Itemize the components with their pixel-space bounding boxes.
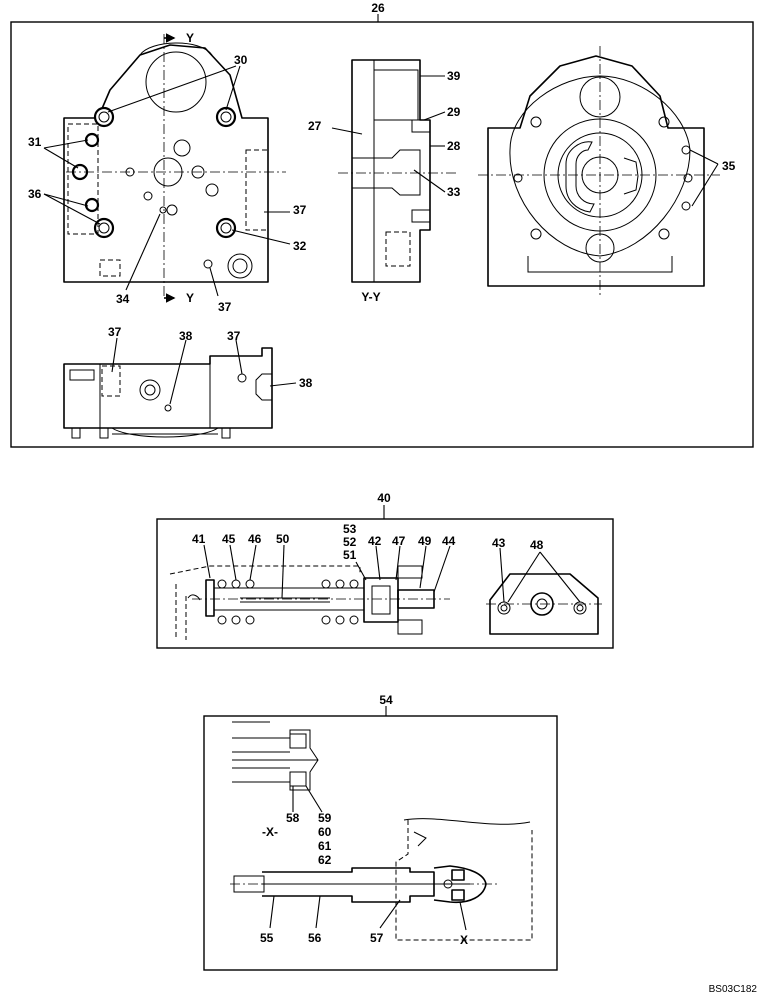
callout-26: 26 bbox=[371, 1, 385, 15]
callout-28: 28 bbox=[447, 139, 461, 153]
callout-49: 49 bbox=[418, 534, 432, 548]
callout-x: X bbox=[460, 933, 468, 947]
figure-code: BS03C182 bbox=[709, 984, 758, 995]
callout-37-bottom-b: 37 bbox=[227, 329, 241, 343]
section-y-top: Y bbox=[186, 31, 194, 45]
callout-60: 60 bbox=[318, 825, 332, 839]
panel-54-frame bbox=[203, 715, 558, 971]
callout-42: 42 bbox=[368, 534, 382, 548]
callout-51: 51 bbox=[343, 548, 357, 562]
callout-43: 43 bbox=[492, 536, 506, 550]
callout-48: 48 bbox=[530, 538, 544, 552]
callout-31: 31 bbox=[28, 135, 42, 149]
callout-52: 52 bbox=[343, 535, 357, 549]
callout-59: 59 bbox=[318, 811, 332, 825]
callout-29: 29 bbox=[447, 105, 461, 119]
callout-37-front-a: 37 bbox=[293, 203, 307, 217]
callout-62: 62 bbox=[318, 853, 332, 867]
plunger-assembly bbox=[230, 818, 533, 941]
callout-37-bottom-a: 37 bbox=[108, 325, 122, 339]
callout-32: 32 bbox=[293, 239, 307, 253]
panel-40: 40 bbox=[156, 491, 614, 649]
panel-54: 54 58 59 60 61 62 -X- bbox=[203, 693, 558, 971]
callout-41: 41 bbox=[192, 532, 206, 546]
callout-45: 45 bbox=[222, 532, 236, 546]
bottom-view bbox=[63, 347, 273, 439]
section-yy-view bbox=[338, 59, 456, 283]
callout-50: 50 bbox=[276, 532, 290, 546]
callout-46: 46 bbox=[248, 532, 262, 546]
front-view: Y Y bbox=[63, 31, 286, 305]
view-label-yy: Y-Y bbox=[361, 290, 380, 304]
callout-38-b: 38 bbox=[299, 376, 313, 390]
callout-27: 27 bbox=[308, 119, 322, 133]
callout-39: 39 bbox=[447, 69, 461, 83]
callout-35: 35 bbox=[722, 159, 736, 173]
callout-33: 33 bbox=[447, 185, 461, 199]
panel-26: 26 bbox=[10, 1, 754, 448]
panel-26-frame bbox=[10, 21, 754, 448]
callout-56: 56 bbox=[308, 931, 322, 945]
callout-36: 36 bbox=[28, 187, 42, 201]
callout-34: 34 bbox=[116, 292, 130, 306]
section-y-bottom: Y bbox=[186, 291, 194, 305]
detail-x bbox=[232, 721, 319, 791]
callout-61: 61 bbox=[318, 839, 332, 853]
callout-57: 57 bbox=[370, 931, 384, 945]
view-label-x: -X- bbox=[262, 825, 278, 839]
callout-44: 44 bbox=[442, 534, 456, 548]
rear-view bbox=[478, 46, 720, 296]
callout-53: 53 bbox=[343, 522, 357, 536]
cover-side-view bbox=[486, 573, 602, 635]
callout-47: 47 bbox=[392, 534, 406, 548]
callout-38-a: 38 bbox=[179, 329, 193, 343]
callout-55: 55 bbox=[260, 931, 274, 945]
spool-assembly bbox=[169, 565, 450, 640]
callout-30: 30 bbox=[234, 53, 248, 67]
callout-40: 40 bbox=[377, 491, 391, 505]
callout-37-front-b: 37 bbox=[218, 300, 232, 314]
callout-54: 54 bbox=[379, 693, 393, 707]
panel-40-frame bbox=[156, 518, 614, 649]
callout-58: 58 bbox=[286, 811, 300, 825]
